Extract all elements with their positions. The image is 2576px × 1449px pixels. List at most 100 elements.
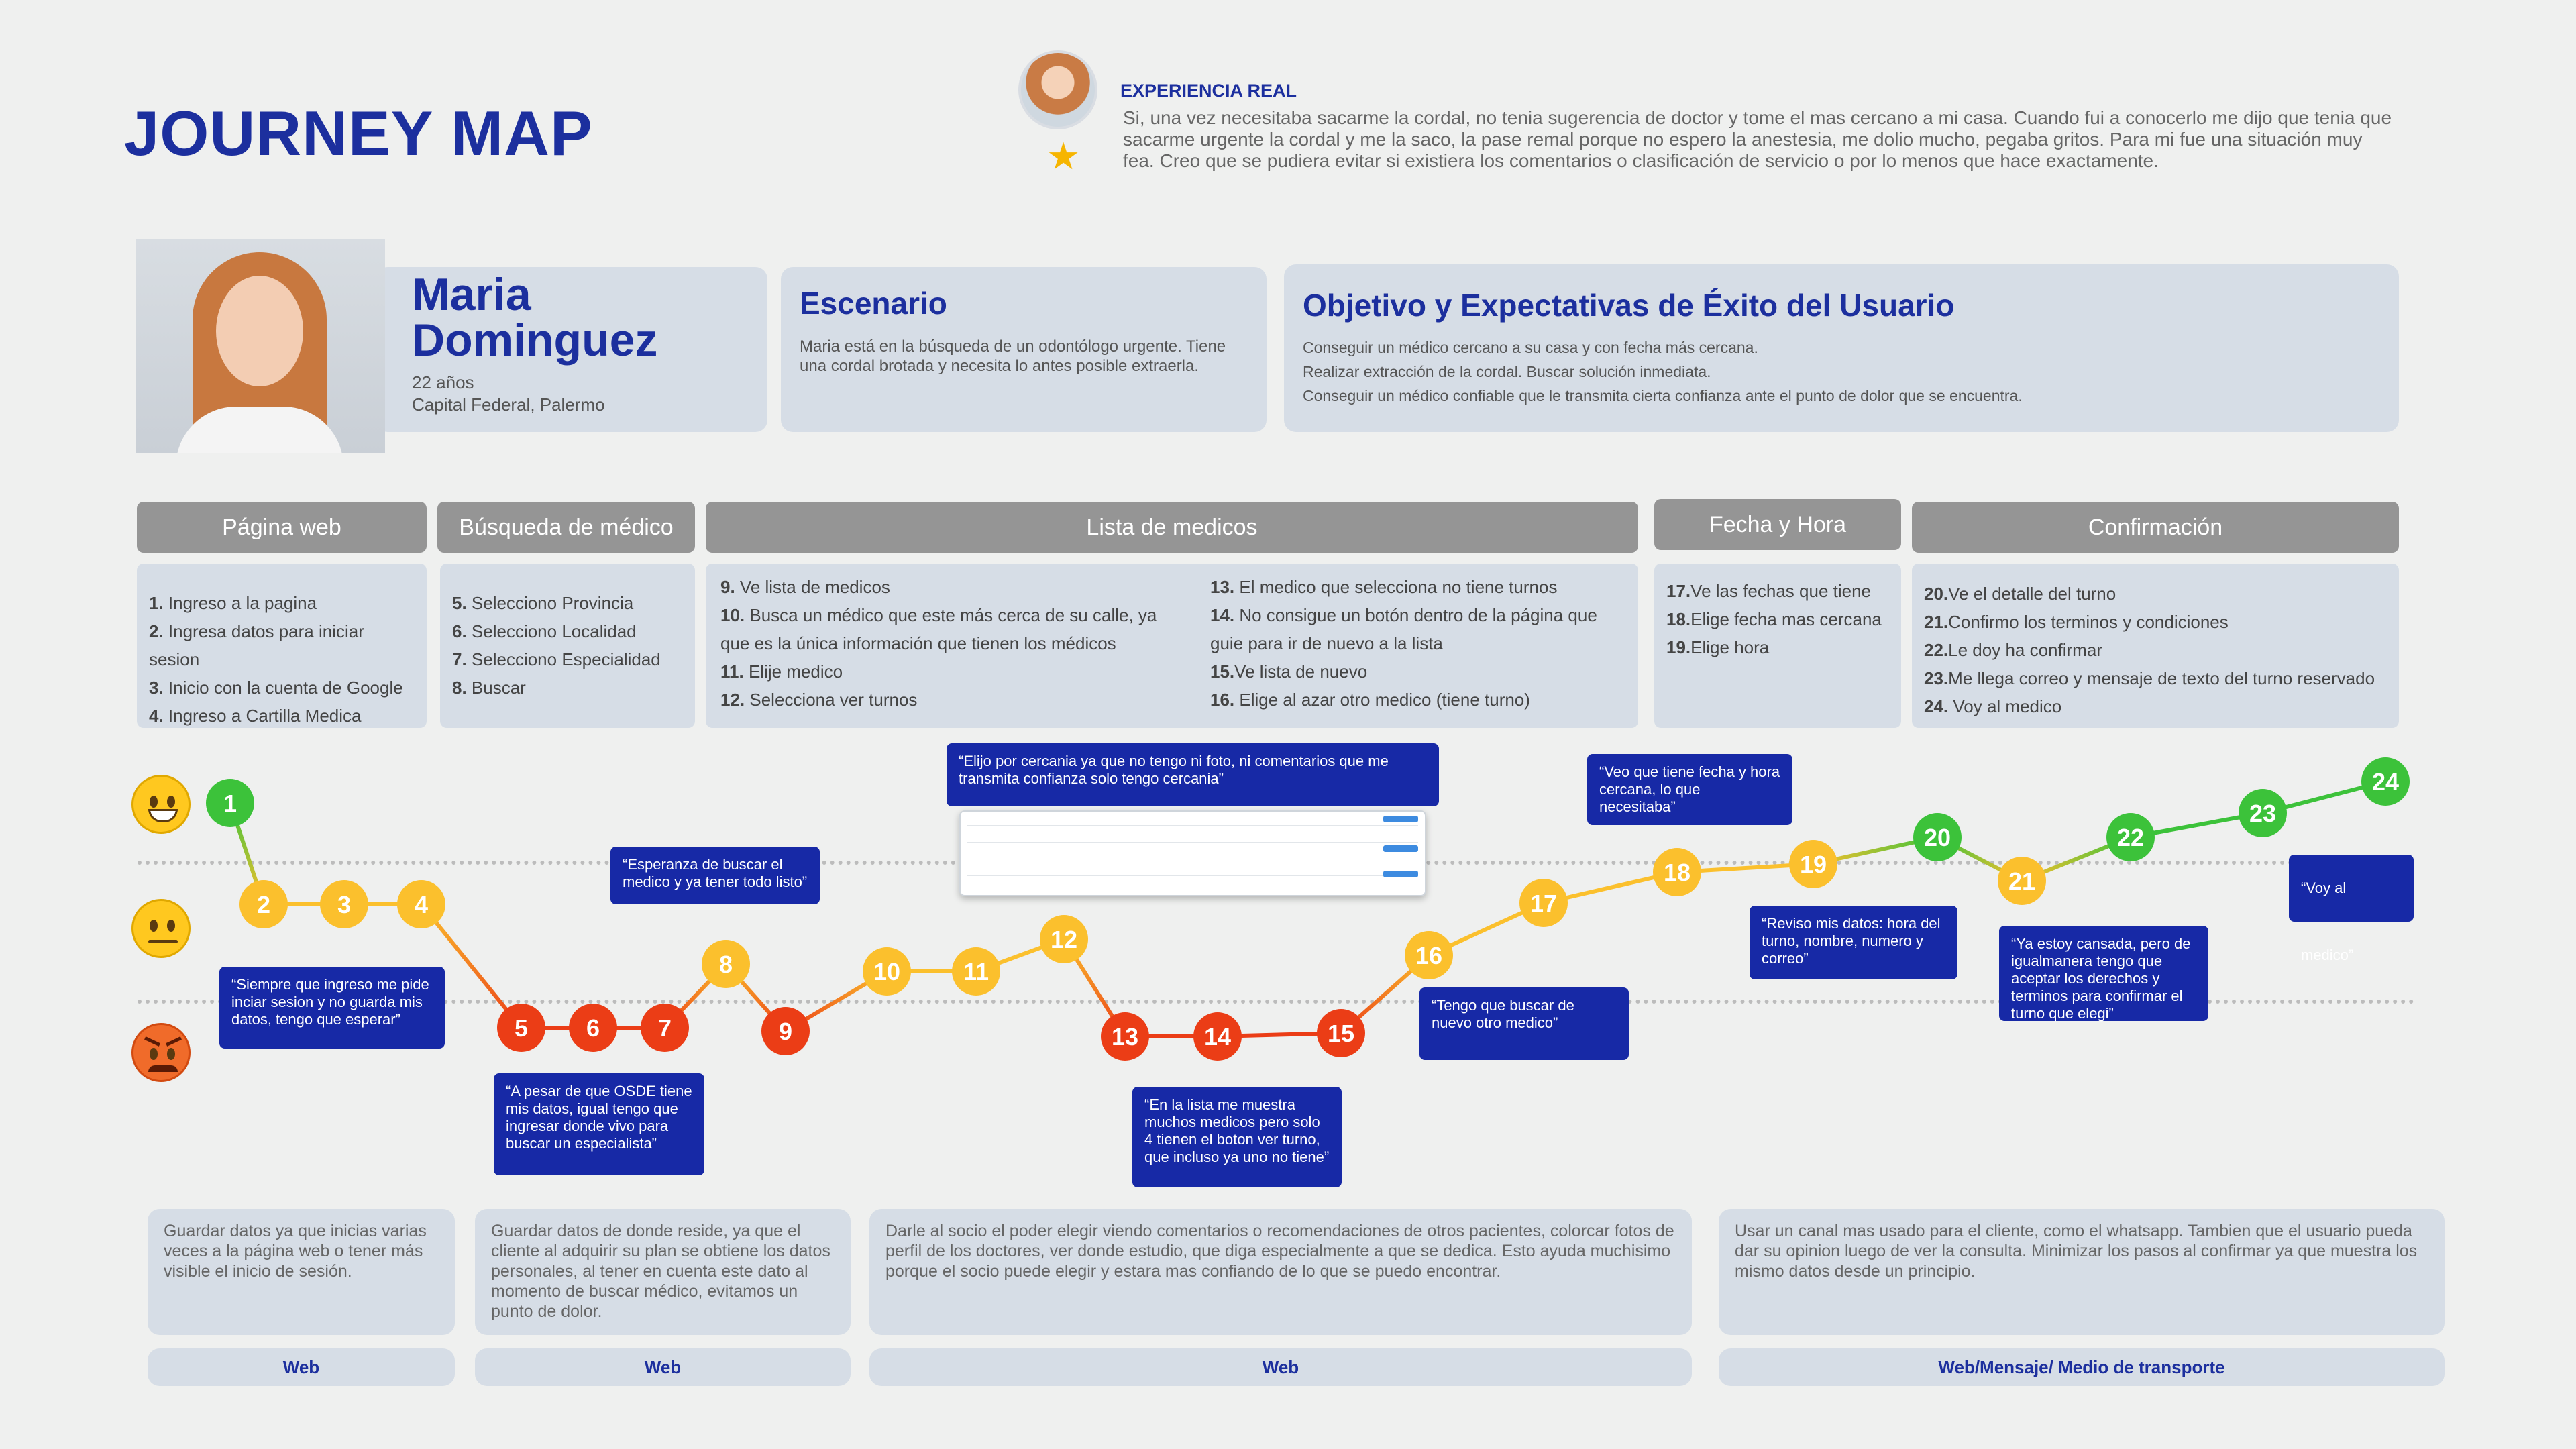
doctor-list-screenshot: [959, 810, 1426, 896]
step-number: 2.: [149, 621, 164, 641]
step-text: No consigue un botón dentro de la página…: [1234, 605, 1597, 625]
quote-7: “Veo que tiene fecha y hora cercana, lo …: [1587, 754, 1792, 825]
step-text: Busca un médico que este más cerca de su…: [745, 605, 1157, 625]
step-text: Ve las fechas que tiene: [1690, 581, 1872, 601]
journey-point-22: [2106, 813, 2155, 861]
phase-pagina-web: Página web: [137, 502, 427, 553]
journey-point-label: 15: [1328, 1020, 1354, 1047]
journey-point-18: [1653, 848, 1701, 896]
step-number: 14.: [1210, 605, 1235, 625]
step-number: 1.: [149, 593, 164, 613]
journey-point-12: [1040, 915, 1088, 963]
neutral-face-icon: [131, 899, 191, 958]
journey-point-5: [497, 1004, 545, 1052]
journey-point-label: 17: [1530, 890, 1557, 917]
step-text: Ingresa datos para iniciar sesion: [149, 621, 364, 669]
journey-point-label: 21: [2008, 867, 2035, 895]
step-item: 22.Le doy ha confirmar: [1924, 636, 2387, 664]
step-number: 9.: [720, 577, 735, 597]
phase-busqueda-medico: Búsqueda de médico: [437, 502, 695, 553]
step-item: 1. Ingreso a la pagina: [149, 589, 415, 617]
step-text: Ve lista de medicos: [735, 577, 890, 597]
journey-point-label: 11: [963, 958, 989, 985]
step-text: Ingreso a Cartilla Medica: [163, 706, 362, 726]
journey-point-label: 8: [719, 951, 733, 978]
persona-location: Capital Federal, Palermo: [412, 394, 605, 415]
step-text: Inicio con la cuenta de Google: [163, 678, 403, 698]
step-number: 8.: [452, 678, 467, 698]
quote-3: “A pesar de que OSDE tiene mis datos, ig…: [494, 1073, 704, 1175]
quote-9: “Ya estoy cansada, pero de igualmanera t…: [1999, 926, 2208, 1022]
step-number: 11.: [720, 661, 744, 682]
step-item: 13. El medico que selecciona no tiene tu…: [1210, 573, 1597, 601]
phase-confirmacion: Confirmación: [1912, 502, 2399, 553]
step-number: 20.: [1924, 584, 1949, 604]
journey-point-20: [1913, 813, 1962, 861]
step-item: 19.Elige hora: [1666, 633, 1889, 661]
step-item: 11. Elije medico: [720, 657, 1157, 686]
step-item: 6. Selecciono Localidad: [452, 617, 683, 645]
step-number: 4.: [149, 706, 164, 726]
quote-8: “Reviso mis datos: hora del turno, nombr…: [1750, 906, 1957, 979]
step-item: 24. Voy al medico: [1924, 692, 2387, 720]
objective-line: Realizar extracción de la cordal. Buscar…: [1303, 363, 1711, 380]
recommendation-web: Guardar datos ya que inicias varias vece…: [148, 1209, 455, 1335]
journey-point-label: 24: [2372, 768, 2399, 796]
journey-point-1: [206, 779, 254, 827]
journey-point-15: [1317, 1009, 1365, 1057]
journey-point-10: [863, 947, 911, 996]
phase-lista-medicos: Lista de medicos: [706, 502, 1638, 553]
step-number: 6.: [452, 621, 467, 641]
step-text: Confirmo los terminos y condiciones: [1948, 612, 2229, 632]
step-item: 5. Selecciono Provincia: [452, 589, 683, 617]
journey-segment: [419, 903, 523, 1029]
journey-point-label: 6: [586, 1014, 600, 1042]
step-number: 10.: [720, 605, 745, 625]
objective-text: Conseguir un médico cercano a su casa y …: [1303, 335, 2023, 408]
journey-point-11: [952, 947, 1000, 996]
step-number: 17.: [1666, 581, 1691, 601]
step-number: 24.: [1924, 696, 1949, 716]
step-text: Ingreso a la pagina: [163, 593, 317, 613]
channel-web-1: Web: [148, 1348, 455, 1386]
step-item: 17.Ve las fechas que tiene: [1666, 577, 1889, 605]
step-item: 3. Inicio con la cuenta de Google: [149, 674, 415, 702]
step-text: Selecciono Localidad: [466, 621, 637, 641]
step-text: Elige hora: [1690, 637, 1770, 657]
objective-line: Conseguir un médico confiable que le tra…: [1303, 387, 2023, 405]
step-number: 7.: [452, 649, 467, 669]
journey-point-label: 14: [1204, 1023, 1231, 1051]
journey-point-label: 2: [257, 891, 270, 918]
step-number: 3.: [149, 678, 164, 698]
step-item: 21.Confirmo los terminos y condiciones: [1924, 608, 2387, 636]
step-item: 18.Elige fecha mas cercana: [1666, 605, 1889, 633]
step-item: 16. Elige al azar otro medico (tiene tur…: [1210, 686, 1597, 714]
step-number: 23.: [1924, 668, 1949, 688]
journey-point-14: [1193, 1012, 1242, 1061]
step-item: que es la única información que tienen l…: [720, 629, 1157, 657]
journey-point-label: 10: [873, 958, 900, 985]
steps-lista: 9. Ve lista de medicos 10. Busca un médic…: [706, 564, 1638, 728]
step-item: 2. Ingresa datos para iniciar sesion: [149, 617, 415, 674]
journey-point-3: [320, 880, 368, 928]
step-text: Elije medico: [743, 661, 843, 682]
steps-lista-col-a: 9. Ve lista de medicos 10. Busca un médic…: [720, 573, 1157, 714]
journey-point-13: [1101, 1012, 1149, 1061]
quote-4: “Elijo por cercania ya que no tengo ni f…: [947, 743, 1439, 806]
step-number: 5.: [452, 593, 467, 613]
recommendation-lista: Darle al socio el poder elegir viendo co…: [869, 1209, 1692, 1335]
step-number: 16.: [1210, 690, 1235, 710]
step-item: 14. No consigue un botón dentro de la pá…: [1210, 601, 1597, 629]
step-number: 22.: [1924, 640, 1949, 660]
journey-point-4: [397, 880, 445, 928]
scenario-title: Escenario: [800, 286, 947, 321]
step-text: Selecciona ver turnos: [745, 690, 918, 710]
step-number: 19.: [1666, 637, 1691, 657]
journey-point-21: [1998, 857, 2046, 905]
step-item: 4. Ingreso a Cartilla Medica: [149, 702, 415, 730]
step-text: Voy al medico: [1948, 696, 2062, 716]
objective-line: Conseguir un médico cercano a su casa y …: [1303, 339, 1758, 356]
steps-lista-col-b: 13. El medico que selecciona no tiene tu…: [1210, 573, 1597, 714]
